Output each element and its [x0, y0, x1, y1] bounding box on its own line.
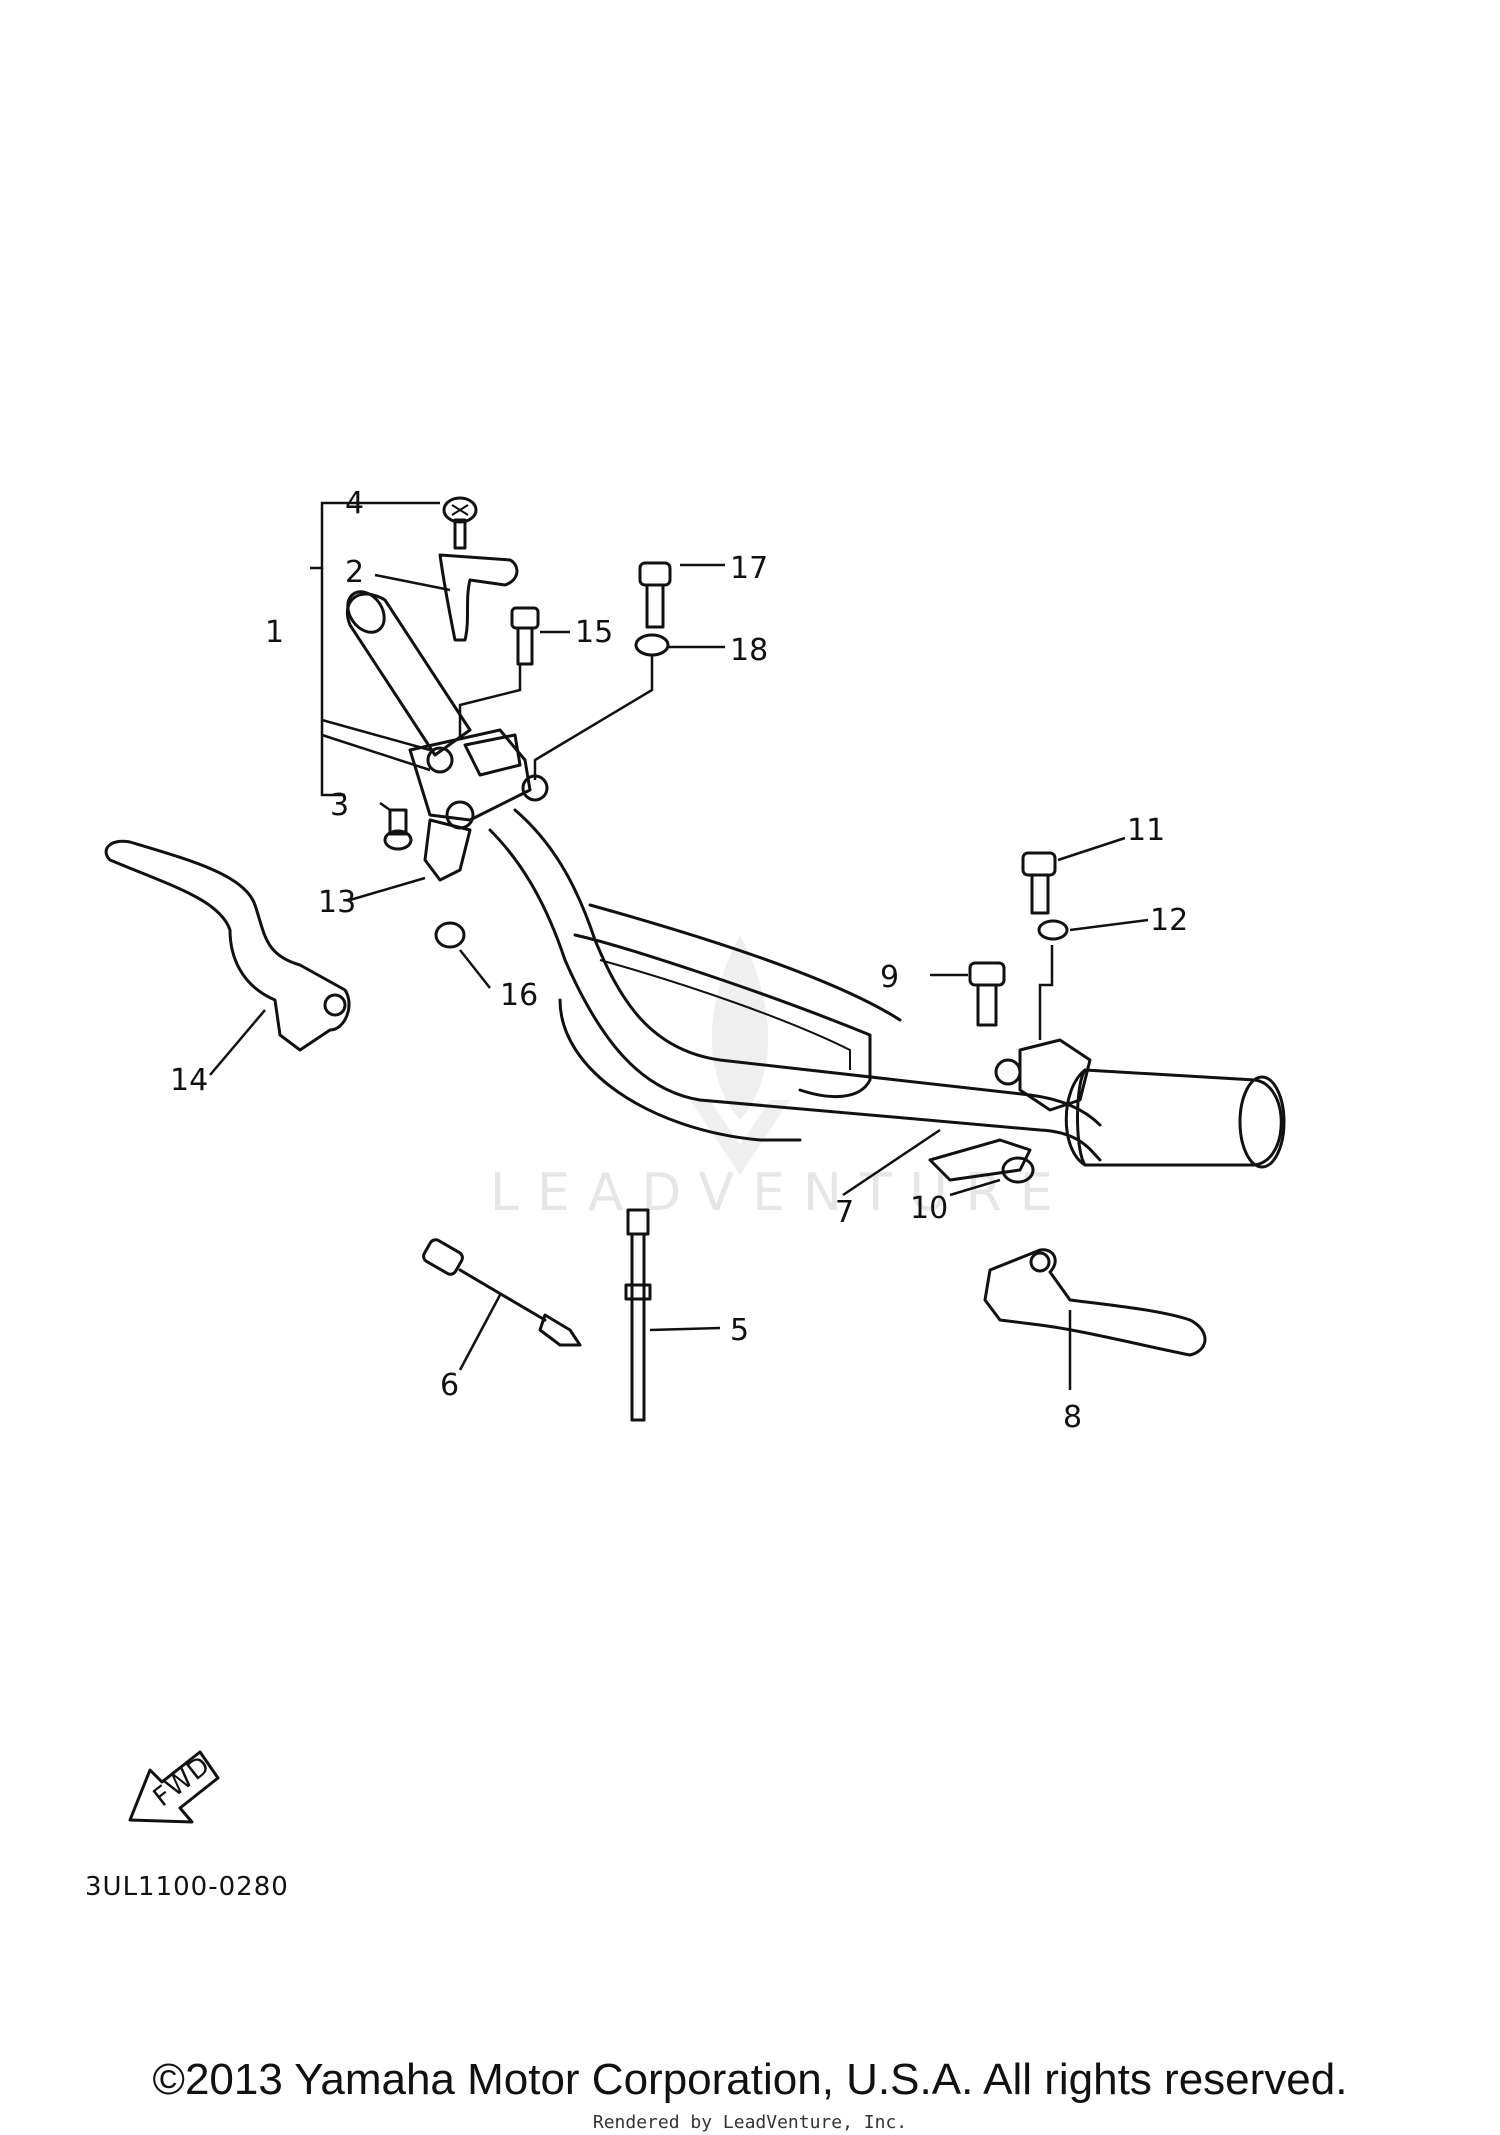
- part-8-brake-lever: [983, 1248, 1207, 1357]
- left-grip: [345, 590, 472, 757]
- callout-14: 14: [170, 1063, 208, 1098]
- drawing-code: 3UL1100-0280: [85, 1872, 289, 1902]
- callout-4: 4: [345, 486, 364, 521]
- callout-1: 1: [265, 615, 284, 650]
- callout-10: 10: [910, 1191, 948, 1226]
- callout-17: 17: [730, 551, 768, 586]
- rendered-by-notice: Rendered by LeadVenture, Inc.: [592, 2112, 908, 2133]
- handlebar: [488, 808, 1102, 1162]
- part-12-washer: [1037, 919, 1069, 941]
- callout-3: 3: [330, 788, 349, 823]
- part-6-adjuster: [422, 1238, 582, 1347]
- right-grip: [1064, 1068, 1286, 1169]
- callout-2: 2: [345, 555, 364, 590]
- part-5-cable-tie: [624, 1208, 652, 1422]
- copyright-notice: ©2013 Yamaha Motor Corporation, U.S.A. A…: [152, 2055, 1348, 2104]
- part-2-cover: [438, 553, 519, 642]
- part-9-bolt: [968, 961, 1006, 1027]
- callout-5: 5: [730, 1313, 749, 1348]
- left-lever-holder: [408, 728, 549, 882]
- callouts: 1 2 3 4 5 6 7 8 9 10 11 12 13 14 15 16 1…: [170, 486, 1188, 1435]
- part-10-nut: [1001, 1156, 1035, 1184]
- watermark-text: LEADVENTURE: [490, 1163, 1071, 1223]
- part-3-screw: [383, 808, 413, 851]
- part-15-bolt: [510, 606, 540, 666]
- callout-8: 8: [1063, 1400, 1082, 1435]
- callout-18: 18: [730, 633, 768, 668]
- callout-15: 15: [575, 615, 613, 650]
- part-8-pivot: [1029, 1251, 1051, 1273]
- watermark: LEADVENTURE: [490, 935, 1071, 1223]
- part-16-nut: [434, 921, 466, 949]
- callout-7: 7: [835, 1195, 854, 1230]
- callout-12: 12: [1150, 903, 1188, 938]
- part-14-clutch-lever: [104, 839, 351, 1052]
- callout-6: 6: [440, 1368, 459, 1403]
- part-14-pivot: [323, 993, 347, 1017]
- callout-16: 16: [500, 978, 538, 1013]
- part-17-bolt: [638, 561, 672, 629]
- callout-11: 11: [1127, 813, 1165, 848]
- callout-9: 9: [880, 960, 899, 995]
- fwd-arrow-icon: FWD: [128, 1750, 220, 1824]
- callout-13: 13: [318, 885, 356, 920]
- part-4-screw: [442, 496, 478, 550]
- part-11-bolt: [1021, 851, 1057, 915]
- part-18-washer: [634, 633, 670, 657]
- leader-lines: [209, 501, 1149, 1390]
